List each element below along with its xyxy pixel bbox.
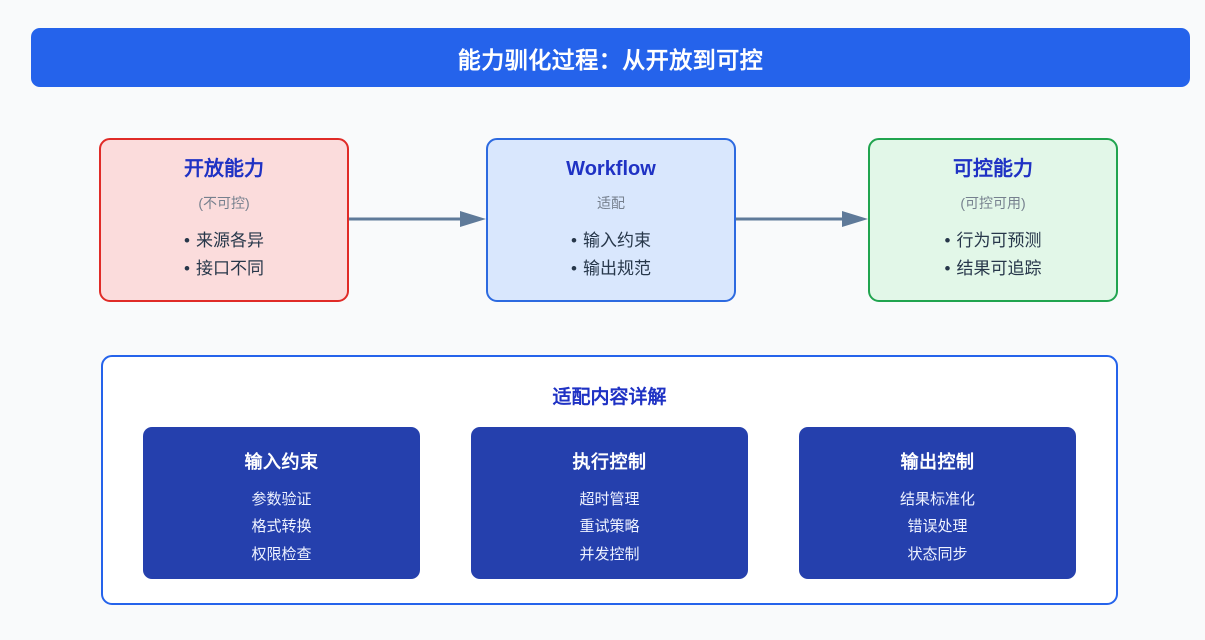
stage-title: 可控能力 (953, 158, 1033, 180)
bullet-icon: • (184, 231, 190, 250)
bullet-icon: • (571, 231, 577, 250)
list-item-label: 行为可预测 (956, 231, 1042, 250)
list-item-label: 结果可追踪 (956, 258, 1042, 278)
bullet-icon: • (184, 258, 190, 278)
stage-open-capability: 开放能力 (不可控) •来源各异 •接口不同 (99, 138, 349, 302)
page-title-banner: 能力驯化过程：从开放到可控 (31, 28, 1190, 87)
list-item-label: 输出规范 (582, 258, 651, 278)
stage-title: 开放能力 (184, 158, 264, 180)
list-item: 状态同步 (907, 545, 968, 563)
stage-item-list: •输入约束 •输出规范 (571, 230, 651, 281)
page-title: 能力驯化过程：从开放到可控 (457, 46, 764, 73)
stage-subtitle: (可控可用) (960, 195, 1026, 211)
list-item: 重试策略 (579, 518, 640, 536)
list-item: • 输入约束 (571, 230, 651, 253)
detail-card-title: 输出控制 (900, 452, 975, 472)
list-item: 结果标准化 (899, 491, 975, 508)
list-item: 超时管理 (579, 491, 640, 508)
detail-card-list: 参数验证 格式转换 权限检查 (251, 488, 311, 566)
list-item: •接口不同 (184, 258, 264, 281)
stage-item-list: •来源各异 •接口不同 (184, 230, 264, 281)
bullet-icon: • (944, 258, 951, 278)
list-item-label: 接口不同 (195, 258, 264, 278)
bullet-icon: • (571, 258, 577, 278)
detail-card-title: 输入约束 (244, 452, 319, 472)
stage-item-list: •行为可预测 •结果可追踪 (945, 230, 1042, 281)
stage-controllable-capability: 可控能力 (可控可用) •行为可预测 •结果可追踪 (868, 138, 1118, 302)
detail-card-output-control: 输出控制 结果标准化 错误处理 状态同步 (799, 427, 1076, 579)
list-item: 并发控制 (579, 545, 640, 563)
detail-card-execution-control: 执行控制 超时管理 重试策略 并发控制 (471, 427, 748, 579)
detail-panel: 适配内容详解 输入约束 参数验证 格式转换 权限检查 执行控制 超时管理 重试策… (101, 355, 1118, 605)
arrow-right-icon-1 (349, 211, 486, 227)
detail-card-list: 结果标准化 错误处理 状态同步 (900, 488, 975, 566)
list-item: 错误处理 (907, 518, 968, 536)
arrow-right-icon-2 (736, 211, 868, 227)
detail-panel-title: 适配内容详解 (552, 387, 667, 408)
list-item: • 来源各异 (184, 230, 264, 253)
list-item-label: 来源各异 (195, 231, 264, 250)
list-item: 格式转换 (251, 518, 312, 536)
detail-card-input-constraint: 输入约束 参数验证 格式转换 权限检查 (143, 427, 420, 579)
detail-card-group: 输入约束 参数验证 格式转换 权限检查 执行控制 超时管理 重试策略 并发控制 … (143, 427, 1076, 579)
stage-subtitle: 适配 (597, 195, 625, 211)
list-item: 权限检查 (251, 545, 312, 563)
stage-workflow: Workflow 适配 •输入约束 •输出规范 (486, 138, 736, 302)
detail-card-title: 执行控制 (572, 452, 647, 472)
list-item: •结果可追踪 (945, 258, 1042, 281)
bullet-icon: • (944, 231, 951, 250)
list-item-label: 输入约束 (582, 231, 651, 250)
stage-title: Workflow (566, 158, 656, 180)
list-item: •输出规范 (571, 258, 651, 281)
list-item: • 行为可预测 (945, 230, 1042, 253)
detail-card-list: 超时管理 重试策略 并发控制 (579, 488, 639, 566)
stage-subtitle: (不可控) (198, 195, 250, 211)
list-item: 参数验证 (251, 491, 312, 508)
